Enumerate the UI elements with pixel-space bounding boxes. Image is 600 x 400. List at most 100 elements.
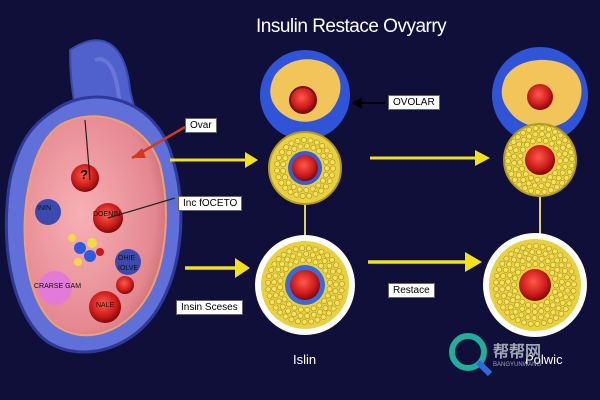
diagram-title: Insulin Restace Ovyarry bbox=[256, 16, 447, 37]
follicle-bead bbox=[321, 258, 328, 264]
follicle-bead bbox=[569, 294, 575, 301]
follicle-bead bbox=[539, 131, 545, 137]
watermark-logo bbox=[449, 333, 493, 377]
follicle-bead bbox=[509, 297, 516, 304]
follicle-bead bbox=[512, 308, 519, 315]
follicle-bead bbox=[556, 151, 563, 158]
follicle-bead bbox=[280, 167, 287, 174]
follicle-bead bbox=[318, 248, 325, 255]
follicle-bead bbox=[305, 245, 312, 252]
follicle-bead bbox=[268, 267, 275, 273]
follicle-bead bbox=[286, 301, 292, 308]
follicle-bead bbox=[500, 304, 506, 311]
follicle-bead bbox=[265, 279, 271, 286]
follicle-bead bbox=[536, 249, 542, 256]
follicle-bead bbox=[291, 145, 298, 152]
follicle-bead bbox=[312, 191, 319, 197]
follicle-bead bbox=[330, 165, 336, 172]
follicle-bead bbox=[548, 253, 555, 260]
follicle-bead bbox=[551, 135, 557, 142]
follicle-bead bbox=[306, 192, 313, 199]
follicle-bead bbox=[322, 305, 329, 312]
follicle-bead bbox=[510, 139, 517, 145]
pointer-line-2 bbox=[107, 197, 176, 219]
follicle-bead bbox=[549, 302, 556, 309]
follicle-bead bbox=[557, 252, 564, 259]
follicle-bead bbox=[514, 261, 521, 268]
follicle-top-middle bbox=[260, 50, 350, 140]
follicle-bead bbox=[291, 311, 297, 317]
follicle-bead bbox=[520, 146, 526, 153]
follicle-bead bbox=[542, 137, 549, 144]
follicle-bead bbox=[565, 143, 572, 149]
follicle-bead bbox=[529, 249, 536, 255]
follicle-bead bbox=[558, 278, 565, 285]
follicle-bead bbox=[291, 304, 298, 311]
follicle-bead bbox=[314, 316, 321, 323]
follicle-bead bbox=[506, 291, 513, 298]
follicle-bead bbox=[333, 281, 339, 288]
follicle-bead bbox=[304, 312, 311, 319]
follicle-bead bbox=[327, 153, 334, 159]
follicle-bead bbox=[512, 275, 518, 282]
follicle-bead bbox=[320, 314, 327, 320]
follicle-bead bbox=[303, 187, 310, 193]
follicle-bead bbox=[494, 292, 501, 299]
follicle-bead bbox=[324, 252, 331, 259]
follicle-bead bbox=[509, 266, 516, 273]
follicle-bead bbox=[541, 188, 548, 195]
follicle-bead bbox=[326, 262, 333, 269]
label-ovolar: OVOLAR bbox=[388, 95, 440, 110]
arrow-1 bbox=[170, 152, 258, 168]
follicle-bead bbox=[297, 312, 304, 319]
follicle-bead bbox=[277, 309, 284, 316]
follicle-bead bbox=[562, 268, 568, 274]
organ-label-doenin: DOENIN bbox=[93, 211, 121, 218]
follicle-bead bbox=[534, 188, 541, 195]
follicle-bead bbox=[559, 169, 566, 176]
follicle-bead bbox=[503, 298, 510, 305]
follicle-bead bbox=[271, 285, 278, 292]
follicle-bead bbox=[292, 246, 299, 253]
follicle-bead bbox=[303, 251, 310, 257]
follicle-bead bbox=[552, 288, 558, 295]
follicle-bead bbox=[326, 178, 333, 184]
follicle-bead bbox=[566, 169, 573, 175]
follicle-bead bbox=[564, 274, 570, 281]
follicle-bead bbox=[279, 149, 285, 155]
watermark-subtext: BANGYUNWANG bbox=[493, 362, 542, 368]
follicle-bead bbox=[538, 262, 545, 268]
follicle-bead bbox=[316, 302, 323, 309]
follicle-bead bbox=[512, 288, 518, 295]
follicle-bead bbox=[553, 145, 560, 152]
follicle-bead bbox=[525, 301, 532, 308]
follicle-bead bbox=[558, 285, 565, 292]
follicle-bead bbox=[531, 315, 538, 321]
follicle-bead bbox=[330, 294, 337, 301]
follicle-bead bbox=[545, 126, 552, 133]
follicle-bead bbox=[301, 137, 307, 143]
follicle-bead bbox=[524, 314, 531, 321]
follicle-bead bbox=[519, 165, 525, 172]
follicle-bead bbox=[496, 298, 503, 305]
follicle-bead bbox=[557, 291, 564, 298]
follicle-bead bbox=[508, 171, 515, 177]
arrow-3 bbox=[185, 258, 250, 278]
follicle-bead bbox=[334, 300, 341, 306]
follicle-bead bbox=[500, 292, 507, 299]
follicle-bead bbox=[565, 262, 572, 269]
follicle-bead bbox=[520, 176, 527, 183]
follicle-bead bbox=[338, 287, 345, 294]
follicle-bead bbox=[284, 256, 291, 263]
follicle-bead bbox=[296, 186, 303, 193]
follicle-bead bbox=[282, 155, 289, 161]
organ-question-mark: ? bbox=[80, 167, 88, 182]
follicle-bead bbox=[531, 303, 538, 309]
follicle-bead bbox=[521, 319, 528, 326]
follicle-bead bbox=[517, 152, 524, 159]
follicle-bead bbox=[308, 318, 314, 325]
follicle-bead bbox=[515, 269, 522, 276]
organ-follicle-5 bbox=[38, 271, 72, 305]
follicle-bead bbox=[532, 182, 538, 189]
follicle-bead bbox=[507, 145, 514, 151]
